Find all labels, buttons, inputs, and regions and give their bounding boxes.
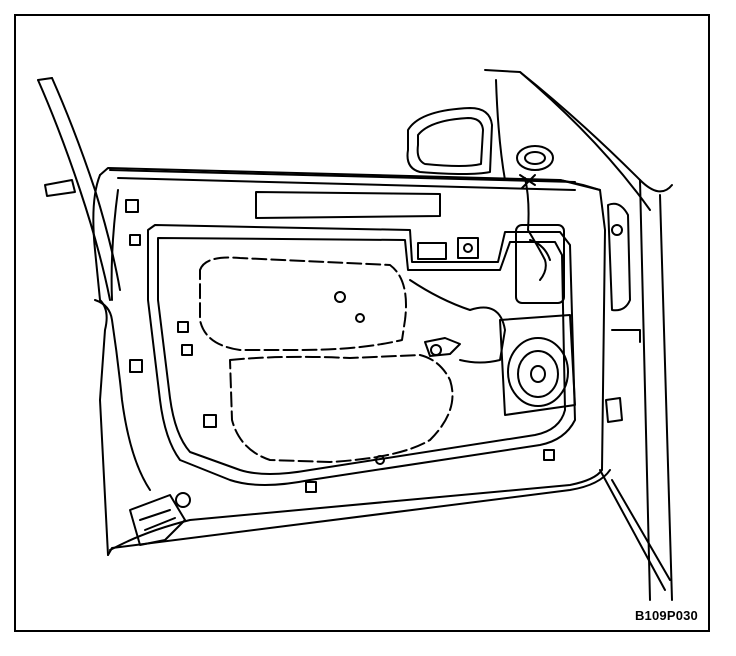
door-outer-shell [92,167,611,556]
clip-holes [125,199,555,493]
inner-door-panel [147,224,576,486]
door-latch [605,202,641,423]
handle-bracket [417,237,479,357]
body-left-pillar [37,77,121,301]
body-right-pillar [484,69,673,601]
figure-code: B109P030 [634,608,698,623]
wiring-harness [515,174,565,304]
lower-trim-area [129,492,191,546]
tweeter-speaker [516,145,554,171]
side-mirror [406,107,493,175]
door-speaker [499,314,576,416]
service-hole [199,256,506,463]
figure-frame [14,14,710,632]
window-frame [109,169,576,219]
